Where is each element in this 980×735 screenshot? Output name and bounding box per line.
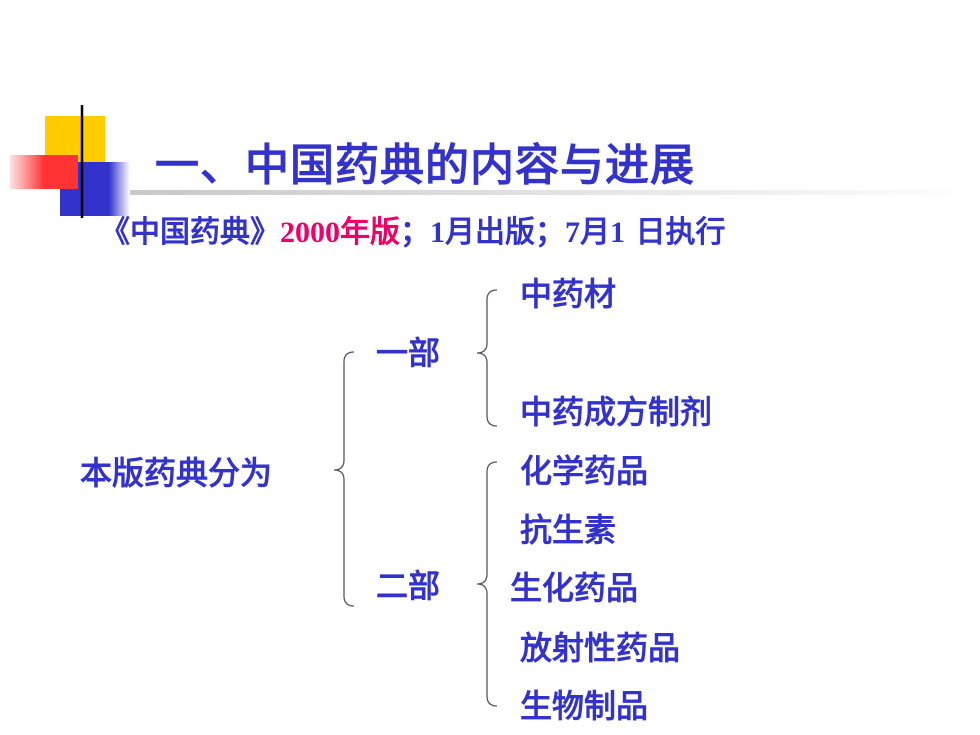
publish-text: 月出版 [445, 215, 535, 250]
part2-item: 生物制品 [520, 687, 649, 725]
part2-item: 放射性药品 [520, 629, 681, 667]
execute-text: 日执行 [625, 215, 726, 250]
root-bracket [333, 351, 355, 607]
part2-item: 生化药品 [510, 569, 639, 607]
edition-label: 年版 [340, 215, 400, 250]
part2-bracket [476, 461, 498, 707]
page-title: 一、中国药典的内容与进展 [155, 140, 695, 191]
separator: ； [400, 215, 430, 250]
book-name: 《中国药典》 [100, 215, 280, 250]
execute-day: 1 [610, 216, 625, 249]
part1-item: 中药材 [520, 275, 617, 313]
title-underline [130, 190, 980, 195]
corner-decoration-icon [10, 105, 220, 218]
tree-root-label: 本版药典分为 [80, 454, 273, 492]
part2-item: 抗生素 [520, 511, 617, 549]
part2-item: 化学药品 [520, 452, 649, 490]
part1-bracket [476, 289, 498, 427]
publish-month: 1 [430, 216, 445, 249]
execute-month-unit: 月 [580, 215, 610, 250]
part1-item: 中药成方制剂 [520, 393, 713, 431]
part1-label: 一部 [376, 334, 441, 372]
pharmacopoeia-edition-line: 《中国药典》2000年版；1月出版；7月1 日执行 [100, 211, 725, 255]
execute-month: 7 [565, 216, 580, 249]
edition-year: 2000 [280, 216, 340, 249]
part2-label: 二部 [376, 567, 441, 605]
separator: ； [535, 215, 565, 250]
